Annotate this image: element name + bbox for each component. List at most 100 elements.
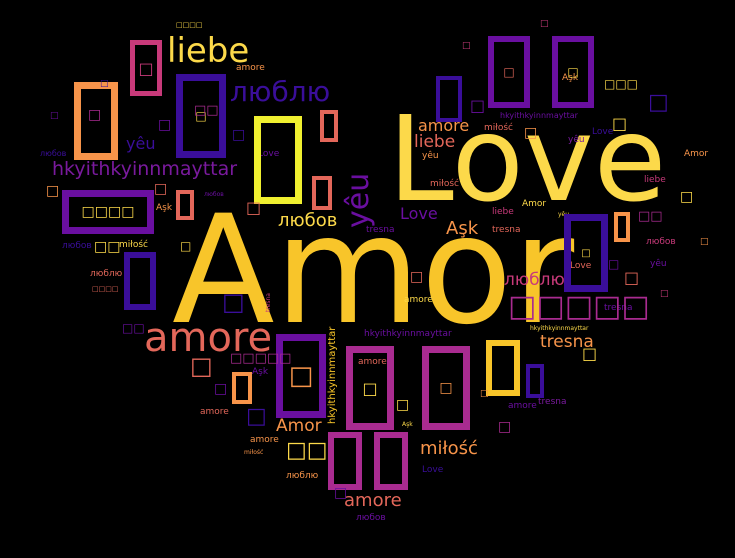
glyph-box bbox=[312, 176, 332, 210]
word-small: любов bbox=[40, 149, 67, 158]
glyph-row: □□ bbox=[94, 239, 121, 255]
glyph-box: □ bbox=[176, 74, 226, 158]
glyph-small: □ bbox=[88, 107, 102, 123]
word-small: hkyithkyinnmayttar bbox=[500, 111, 578, 120]
glyph-small: □ bbox=[50, 111, 59, 121]
glyph-box bbox=[436, 76, 462, 122]
word-small: miłość bbox=[430, 179, 459, 189]
glyph-box bbox=[124, 252, 156, 310]
glyph-small: □ bbox=[582, 344, 598, 363]
word-small: miłość bbox=[244, 449, 264, 456]
glyph-box bbox=[254, 116, 302, 204]
word-tresna-mid: tresna bbox=[540, 332, 594, 352]
word-small: tresna bbox=[366, 225, 395, 235]
word-small: hkyithkyinnmayttar bbox=[530, 325, 589, 332]
glyph-small: □ bbox=[214, 381, 228, 397]
glyph-small: □ bbox=[624, 268, 640, 287]
glyph-box: □ bbox=[346, 346, 394, 430]
word-small: liebe bbox=[492, 207, 514, 217]
glyph-box: □□□□ bbox=[62, 190, 154, 234]
glyph-small: □ bbox=[524, 125, 538, 141]
glyph-row: □□□ bbox=[604, 77, 639, 91]
word-small: hkyithkyinnmayttar bbox=[364, 329, 452, 339]
glyph-box bbox=[176, 190, 194, 220]
glyph-small: □ bbox=[470, 96, 486, 115]
word-small: yêu bbox=[568, 135, 585, 145]
glyph-small: □ bbox=[660, 289, 669, 299]
word-lyubov-mid: любов bbox=[278, 210, 338, 231]
glyph-box: □ bbox=[552, 36, 594, 108]
word-small: Amor bbox=[522, 199, 547, 209]
glyph-small: □ bbox=[232, 127, 246, 143]
glyph-row: □□ bbox=[122, 321, 145, 335]
glyph-box: □ bbox=[276, 334, 326, 418]
word-amore-large: amore bbox=[144, 315, 273, 361]
word-small: amore bbox=[508, 401, 537, 411]
glyph-small: □ bbox=[498, 419, 512, 435]
word-love-large: Love bbox=[388, 90, 667, 228]
word-milosc-mid: miłość bbox=[420, 438, 478, 459]
word-small: Aşk bbox=[156, 203, 173, 213]
word-small: Aşk bbox=[402, 421, 413, 428]
glyph-row: □□□□ bbox=[176, 21, 203, 29]
glyph-row: □□□□□ bbox=[508, 289, 650, 324]
glyph-small: □ bbox=[540, 19, 549, 29]
word-ask-mid: Aşk bbox=[446, 218, 479, 239]
word-small: amore bbox=[404, 295, 433, 305]
glyph-box bbox=[486, 340, 520, 396]
glyph-box bbox=[526, 364, 544, 398]
word-small: tresna bbox=[265, 293, 272, 312]
glyph-small: □ bbox=[190, 352, 213, 380]
word-small: Aşk bbox=[562, 73, 579, 83]
glyph-small: □ bbox=[46, 183, 60, 199]
glyph-small: □ bbox=[158, 117, 172, 133]
word-lyublyu-large: люблю bbox=[230, 75, 331, 108]
word-hkyith-large: hkyithkyinnmayttar bbox=[52, 158, 238, 180]
glyph-small: □ bbox=[608, 257, 620, 271]
word-yeu-vertical: yêu bbox=[341, 172, 376, 228]
glyph-small: □ bbox=[462, 41, 471, 51]
word-small: amore bbox=[358, 357, 387, 367]
glyph-small: □ bbox=[700, 237, 709, 247]
word-small: Aşk bbox=[252, 367, 269, 377]
word-lyublyu-mid: люблю bbox=[504, 270, 565, 290]
glyph-row: □□□□ bbox=[92, 285, 119, 293]
glyph-small: □ bbox=[480, 389, 489, 399]
glyph-small: □ bbox=[680, 189, 694, 205]
word-small: yêu bbox=[558, 211, 570, 218]
word-amor-large: Amor bbox=[172, 184, 575, 358]
glyph-row: □□ bbox=[286, 438, 328, 463]
word-small: любов bbox=[62, 241, 92, 251]
glyph-row: □□ bbox=[638, 209, 663, 224]
word-small: liebe bbox=[644, 175, 666, 185]
word-amore-bottom: amore bbox=[344, 490, 402, 511]
glyph-box bbox=[74, 82, 118, 160]
word-small: amore bbox=[236, 63, 265, 73]
word-yeu-mid: yêu bbox=[126, 134, 156, 153]
word-liebe-mid: liebe bbox=[414, 132, 456, 152]
glyph-small: □ bbox=[154, 181, 168, 197]
word-small: любов bbox=[356, 513, 386, 523]
word-small: Amor bbox=[684, 149, 709, 159]
word-small: Love bbox=[592, 127, 614, 137]
glyph-small: □ bbox=[410, 269, 424, 285]
glyph-small: □ bbox=[648, 90, 669, 115]
glyph-box bbox=[320, 110, 338, 142]
word-small: Love bbox=[570, 261, 592, 271]
word-small: люблю bbox=[90, 269, 123, 279]
word-small: tresna bbox=[604, 303, 633, 313]
word-liebe-large: liebe bbox=[167, 31, 250, 71]
word-small: Love bbox=[258, 149, 280, 159]
word-small: yêu bbox=[422, 151, 439, 161]
word-small: любов bbox=[646, 237, 676, 247]
word-small: Love bbox=[422, 465, 444, 475]
glyph-small: □ bbox=[334, 485, 348, 501]
glyph-box bbox=[614, 212, 630, 242]
word-small: tresna bbox=[538, 397, 567, 407]
word-small: tresna bbox=[492, 225, 521, 235]
glyph-small: □ bbox=[246, 198, 262, 217]
word-small: amore bbox=[250, 435, 279, 445]
word-small: miłość bbox=[119, 240, 148, 250]
glyph-box: □ bbox=[564, 214, 608, 292]
